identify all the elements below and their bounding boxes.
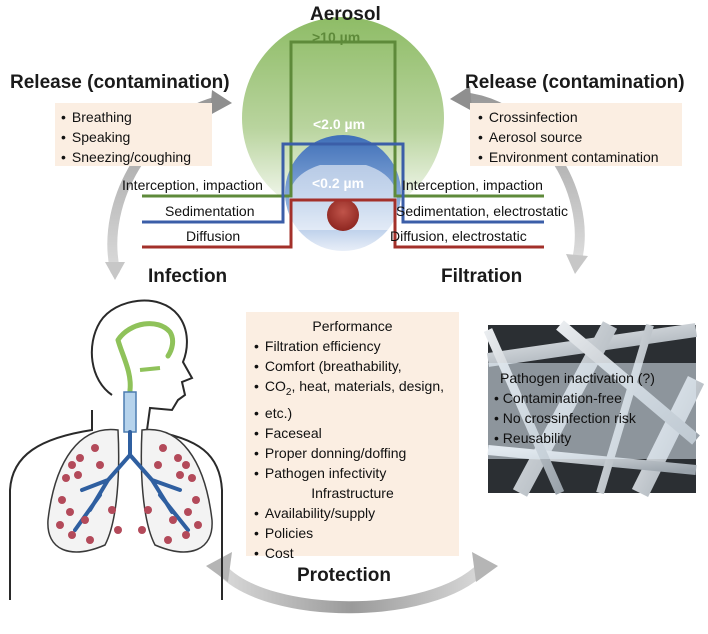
mechanism-label-left: Sedimentation xyxy=(165,203,255,219)
list-item: Availability/supply xyxy=(254,503,451,523)
list-item: Crossinfection xyxy=(478,107,674,127)
arrowhead-icon xyxy=(210,90,232,115)
list-item: Speaking xyxy=(61,127,206,147)
mechanism-label-right: Diffusion, electrostatic xyxy=(390,228,527,244)
list-item: • Contamination-free xyxy=(494,390,622,406)
list-item-continued: etc.) xyxy=(254,403,451,423)
fiber-micrograph-image xyxy=(483,320,705,497)
release-left-box: Breathing Speaking Sneezing/coughing xyxy=(55,103,212,166)
list-item: Sneezing/coughing xyxy=(61,147,206,167)
performance-box: Performance Filtration efficiency Comfor… xyxy=(246,312,459,561)
mechanism-label-left: Interception, impaction xyxy=(122,177,263,193)
list-item: • No crossinfection risk xyxy=(494,410,636,426)
list-item: Cost xyxy=(254,543,451,563)
filtration-title: Filtration xyxy=(441,266,523,287)
arrowhead-icon xyxy=(450,86,472,111)
list-item-continued: CO2, heat, materials, design, xyxy=(254,376,451,403)
performance-title: Performance xyxy=(312,318,393,334)
release-right-title: Release (contamination) xyxy=(465,72,685,93)
list-item: Proper donning/doffing xyxy=(254,443,451,463)
arrowhead-icon xyxy=(566,254,588,274)
mechanism-label-left: Diffusion xyxy=(186,228,241,244)
list-item: Environment contamination xyxy=(478,147,674,167)
inactivation-box: Pathogen inactivation (?) • Contaminatio… xyxy=(494,368,692,448)
cycle-arrow-bottom xyxy=(216,562,488,614)
diffusion-line xyxy=(142,198,544,249)
release-right-box: Crossinfection Aerosol source Environmen… xyxy=(470,103,682,166)
interception-line xyxy=(142,40,544,198)
human-respiratory-illustration xyxy=(9,299,223,600)
arrowhead-icon xyxy=(105,262,125,280)
list-item: Faceseal xyxy=(254,423,451,443)
mechanism-label-right: Interception, impaction xyxy=(402,177,543,193)
small-aerosol-particle xyxy=(327,199,359,231)
infrastructure-title: Infrastructure xyxy=(311,484,394,501)
arrowhead-icon xyxy=(206,552,232,582)
mechanism-label-right: Sedimentation, electrostatic xyxy=(396,203,568,219)
arrowhead-icon xyxy=(472,552,498,582)
size-label-large: >10 µm xyxy=(312,29,361,45)
list-item: Breathing xyxy=(61,107,206,127)
size-label-medium: <2.0 µm xyxy=(313,116,366,132)
list-item: Policies xyxy=(254,523,451,543)
release-left-title: Release (contamination) xyxy=(10,72,230,93)
protection-title: Protection xyxy=(297,565,391,586)
size-label-small: <0.2 µm xyxy=(312,175,365,191)
list-item: Aerosol source xyxy=(478,127,674,147)
aerosol-title: Aerosol xyxy=(310,4,381,25)
list-item: Filtration efficiency xyxy=(254,336,451,356)
inactivation-title: Pathogen inactivation (?) xyxy=(500,370,655,386)
list-item: Pathogen infectivity xyxy=(254,463,451,483)
sedimentation-line xyxy=(142,142,544,224)
list-item: • Reusability xyxy=(494,430,572,446)
list-item: Comfort (breathability, xyxy=(254,356,451,376)
infection-title: Infection xyxy=(148,266,228,287)
